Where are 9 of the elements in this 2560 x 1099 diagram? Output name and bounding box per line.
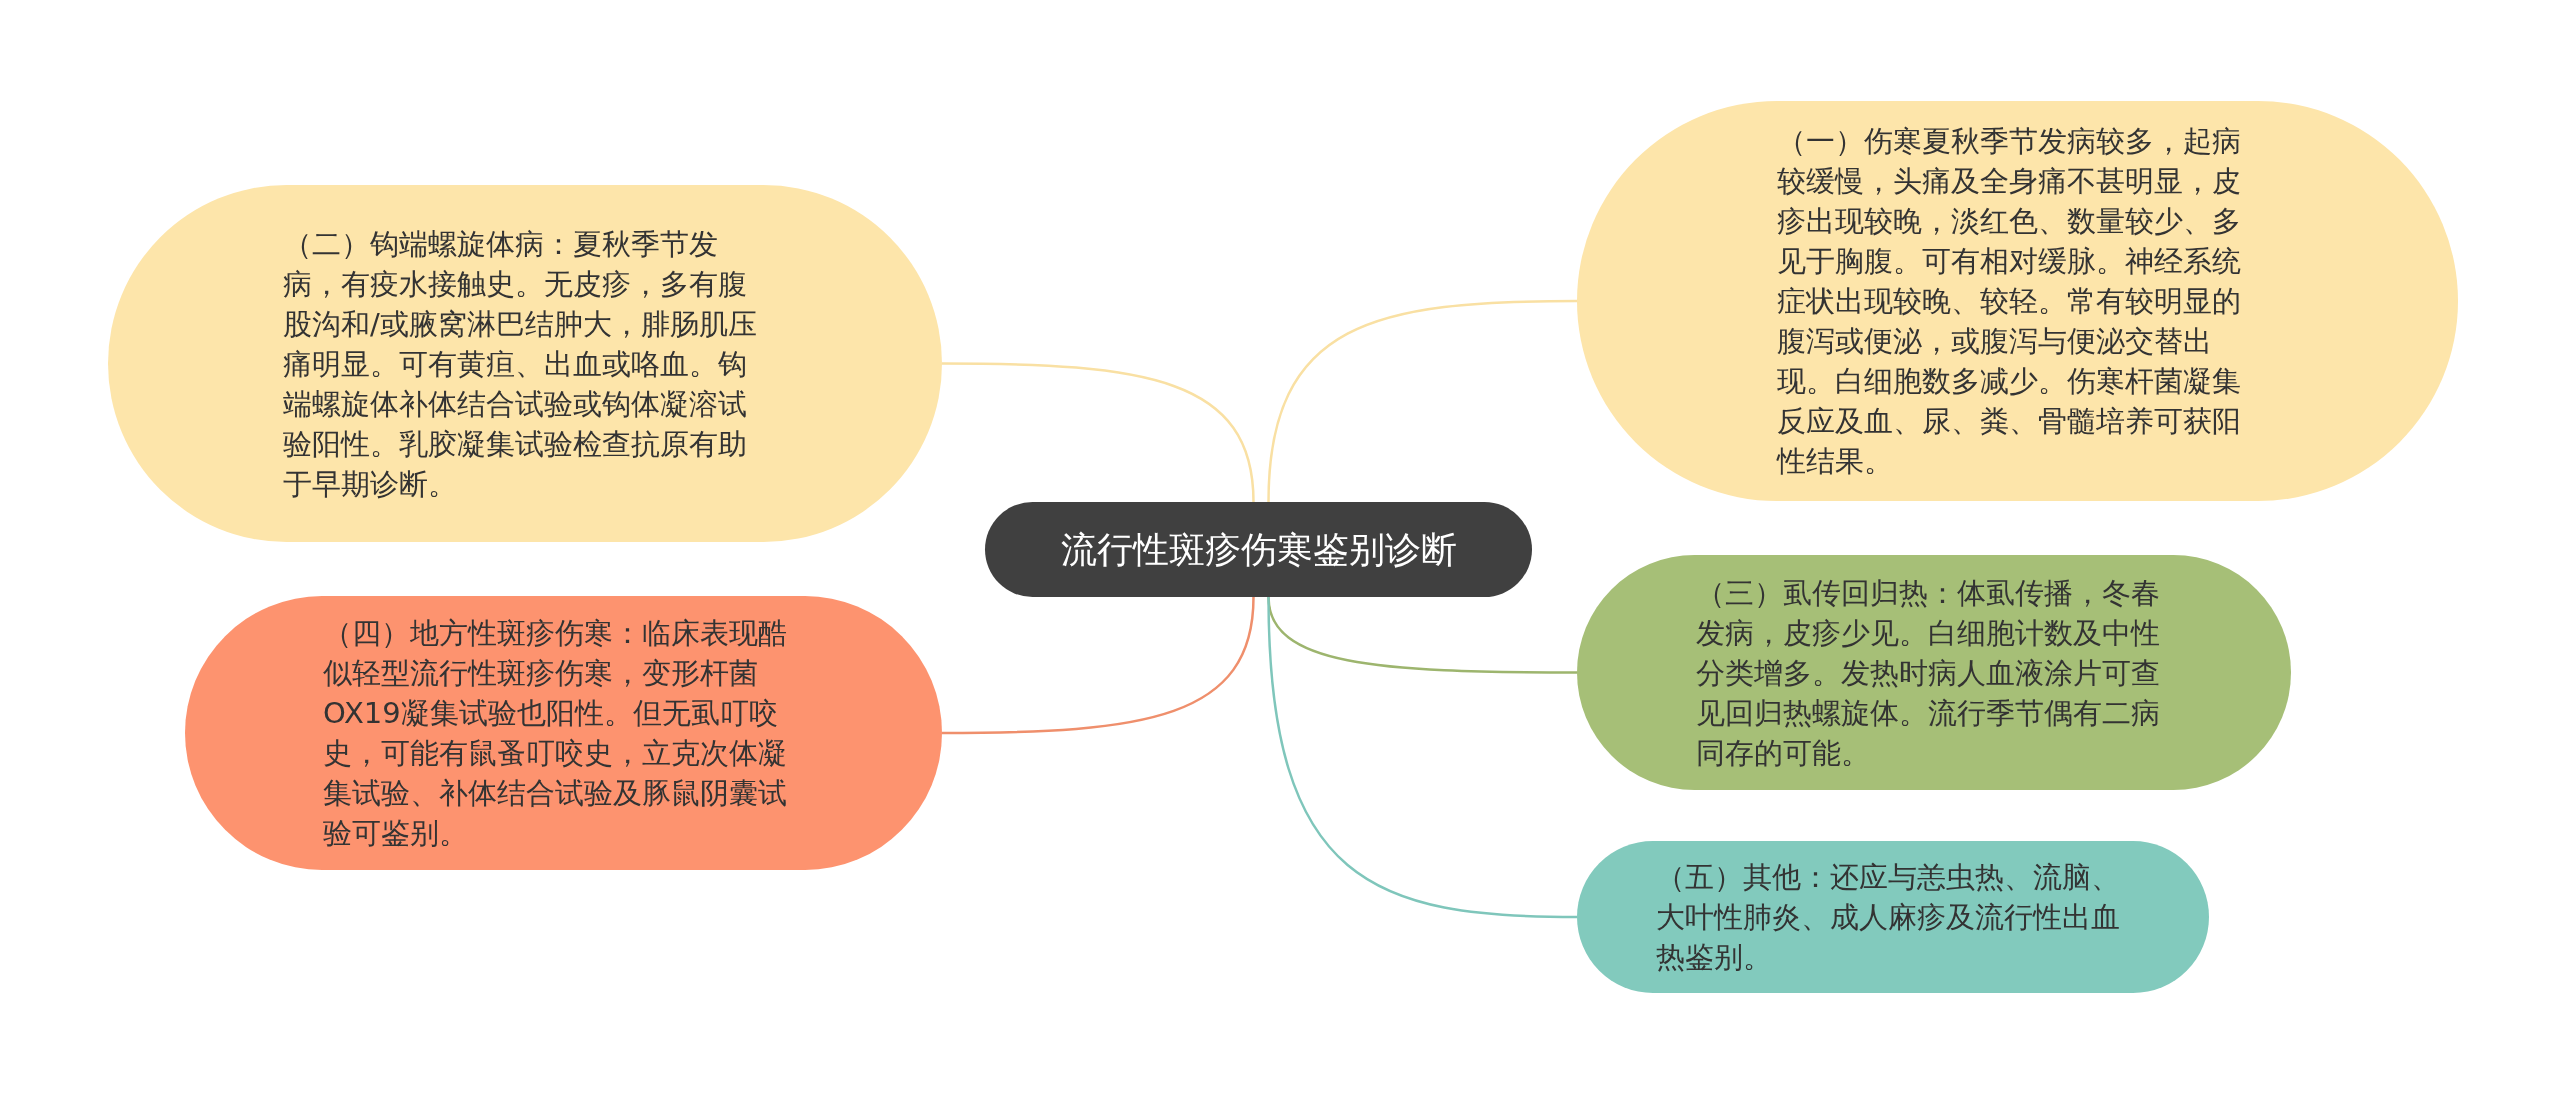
topic-text: （五）其他：还应与恙虫热、流脑、大叶性肺炎、成人麻疹及流行性出血热鉴别。 [1656, 859, 2121, 976]
connector-line [1267, 299, 1577, 503]
topic-text: （四）地方性斑疹伤寒：临床表现酷似轻型流行性斑疹伤寒，变形杆菌OX19凝集试验也阳性。但无虱叮咬史，可能有鼠蚤叮咬史，立克次体凝集试验、补体结合试验及豚鼠阴囊试验可鉴别。 [323, 615, 788, 852]
topic-text: （一）伤寒夏秋季节发病较多，起病较缓慢，头痛及全身痛不甚明显，皮疹出现较晚，淡红色、数量较少、多见于胸腹。可有相对缓脉。神经系统症状出现较晚、较轻。常有较明显的腹泻或便泌，或腹泻与便泌交替出现。白细胞数多减少。伤寒杆菌凝集反应及血、尿、粪、骨髓培养可获阳性结果。 [1777, 123, 2242, 480]
topic-title: 流行性斑疹伤寒鉴别诊断 [1060, 527, 1457, 572]
connector-line [942, 362, 1255, 503]
topic-text: （三）虱传回归热：体虱传播，冬春发病，皮疹少见。白细胞计数及中性分类增多。发热时病人血液涂片可查见回归热螺旋体。流行季节偶有二病同存的可能。 [1696, 574, 2161, 772]
topic-text: （二）钩端螺旋体病：夏秋季节发病，有疫水接触史。无皮疹，多有腹股沟和/或腋窝淋巴结肿大，腓肠肌压痛明显。可有黄疸、出血或咯血。钩端螺旋体补体结合试验或钩体凝溶试验阳性。乳胶凝集试验检查抗原有助于早期诊断。 [283, 225, 758, 503]
connector-line [942, 596, 1255, 735]
